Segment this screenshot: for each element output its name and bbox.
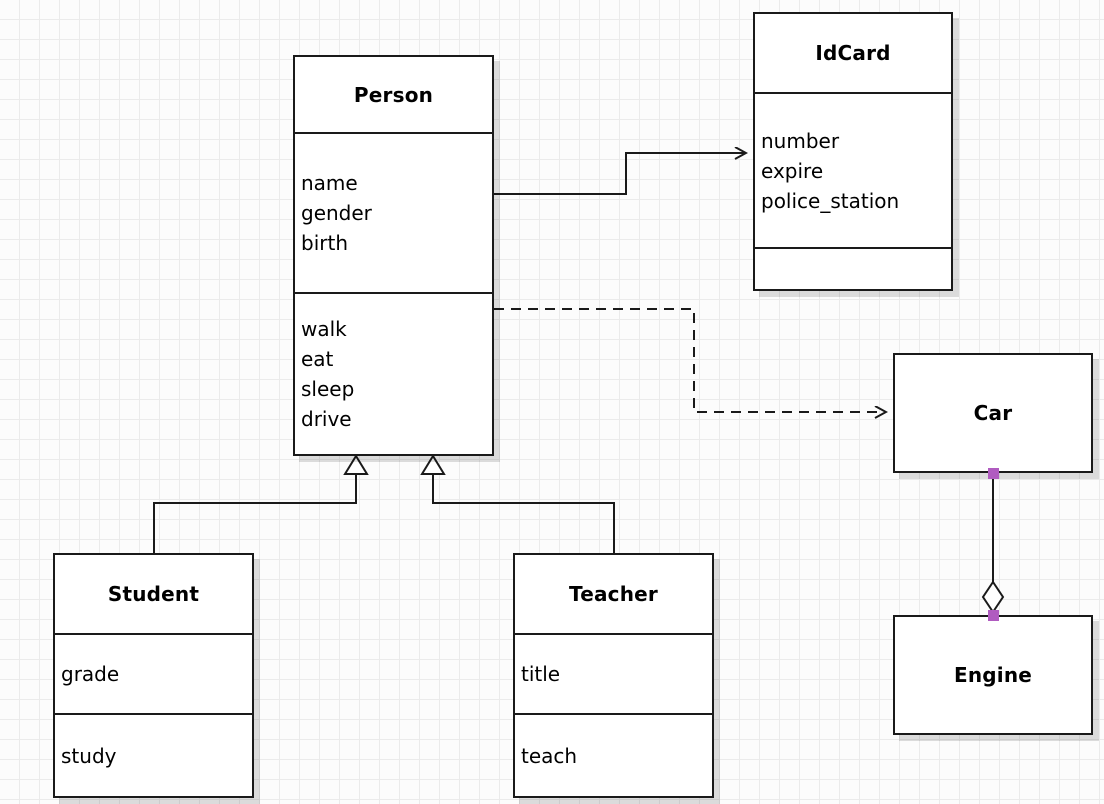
class-person-title-compartment: Person: [295, 57, 492, 132]
class-box-teacher[interactable]: Teacher title teach: [513, 553, 714, 798]
class-person-attributes-compartment: name gender birth: [295, 132, 492, 292]
class-teacher-attributes-compartment: title: [515, 633, 712, 713]
class-box-engine[interactable]: Engine: [893, 615, 1093, 735]
class-car-name: Car: [973, 401, 1013, 425]
class-box-idcard[interactable]: IdCard number expire police_station: [753, 12, 953, 291]
edge-person-idcard[interactable]: [494, 153, 745, 195]
class-person-attribute: name: [301, 171, 358, 195]
class-idcard-title-compartment: IdCard: [755, 14, 951, 92]
class-teacher-title-compartment: Teacher: [515, 555, 712, 633]
class-student-methods-compartment: study: [55, 713, 252, 796]
class-person-method: walk: [301, 317, 347, 341]
class-idcard-attribute: number: [761, 128, 840, 153]
class-box-person[interactable]: Person name gender birth walk eat sleep …: [293, 55, 494, 456]
class-car-title-compartment: Car: [895, 355, 1091, 471]
class-student-method: study: [61, 743, 117, 768]
class-idcard-name: IdCard: [815, 41, 891, 65]
class-teacher-method: teach: [521, 743, 578, 768]
class-teacher-name: Teacher: [569, 582, 658, 606]
class-person-attribute: birth: [301, 231, 348, 255]
class-box-student[interactable]: Student grade study: [53, 553, 254, 798]
class-engine-title-compartment: Engine: [895, 617, 1091, 733]
class-engine-name: Engine: [953, 663, 1033, 687]
class-idcard-attribute: police_station: [761, 188, 900, 213]
class-box-car[interactable]: Car: [893, 353, 1093, 473]
class-idcard-attributes-compartment: number expire police_station: [755, 92, 951, 247]
class-person-methods-compartment: walk eat sleep drive: [295, 292, 492, 454]
class-idcard-methods-compartment: [755, 247, 951, 289]
edge-handle-engine-endpoint[interactable]: [988, 610, 999, 621]
class-person-method: eat: [301, 347, 334, 371]
edge-handle-car-endpoint[interactable]: [988, 468, 999, 479]
class-student-title-compartment: Student: [55, 555, 252, 633]
class-person-method: sleep: [301, 377, 355, 401]
edge-student-person[interactable]: [153, 454, 369, 553]
class-teacher-methods-compartment: teach: [515, 713, 712, 796]
class-person-name: Person: [353, 82, 434, 107]
edge-teacher-person[interactable]: [420, 454, 615, 553]
edge-person-car[interactable]: [494, 308, 885, 412]
class-idcard-attribute: expire: [761, 158, 824, 183]
edge-car-engine[interactable]: [981, 473, 1005, 620]
class-person-method: drive: [301, 407, 352, 431]
class-person-attribute: gender: [301, 201, 372, 225]
class-student-attribute: grade: [61, 662, 120, 686]
class-student-attributes-compartment: grade: [55, 633, 252, 713]
class-student-name: Student: [107, 582, 200, 606]
class-teacher-attribute: title: [521, 662, 561, 686]
